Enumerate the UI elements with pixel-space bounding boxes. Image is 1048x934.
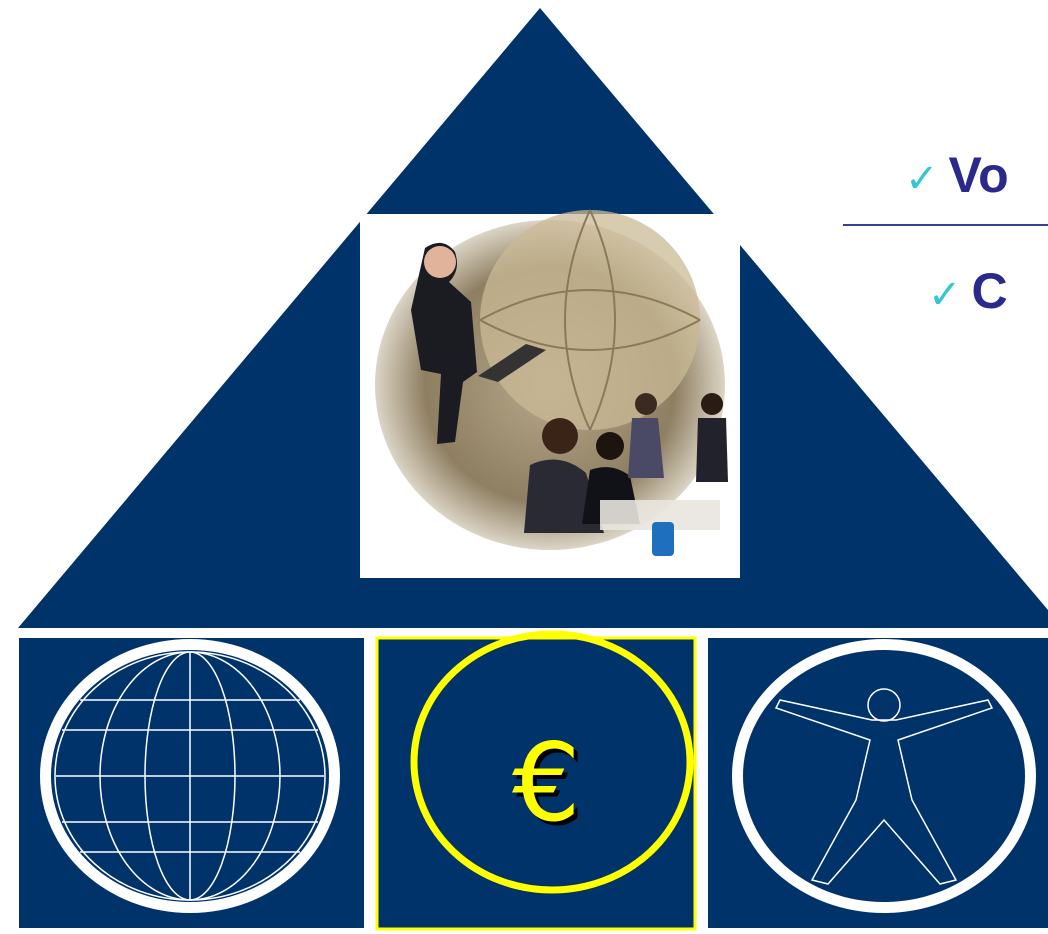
divider-line <box>843 224 1048 226</box>
bullet-item-1: ✓Vo <box>905 146 1009 204</box>
human-figure-icon <box>774 688 994 885</box>
bullet-text-1: Vo <box>948 147 1009 203</box>
globe-panel <box>19 638 364 928</box>
bullet-item-2: ✓C <box>928 262 1008 320</box>
checkmark-icon: ✓ <box>928 273 962 317</box>
euro-icon: € <box>512 721 581 846</box>
globe-icon <box>54 651 326 901</box>
business-collage-photo <box>360 209 740 578</box>
euro-panel <box>375 630 697 931</box>
bullet-text-2: C <box>971 263 1008 319</box>
checkmark-icon: ✓ <box>905 157 939 201</box>
human-panel <box>708 638 1048 928</box>
